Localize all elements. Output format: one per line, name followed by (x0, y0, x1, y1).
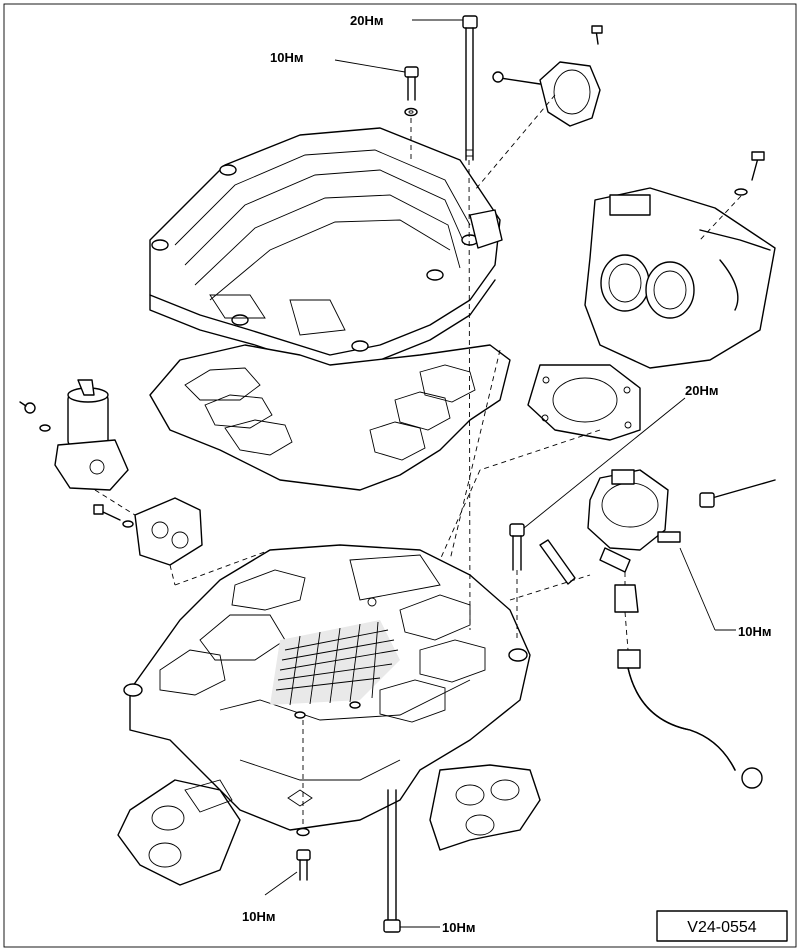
long-bolt-top (462, 15, 478, 161)
border (3, 3, 797, 948)
leader-egr-bolt (679, 547, 716, 631)
egr-pipe (614, 584, 763, 789)
upper-manifold-gasket (149, 344, 511, 491)
egr-gasket (539, 539, 576, 585)
label-torque-cover: 10Нм (270, 50, 303, 65)
throttle-gasket (527, 364, 641, 441)
egr-stud (509, 523, 525, 571)
lower-intake-manifold (123, 544, 531, 831)
upper-intake-manifold (149, 127, 503, 371)
label-torque-bottom-left: 10Нм (242, 909, 275, 924)
throttle-body (584, 151, 776, 369)
label-torque-bottom-center: 10Нм (442, 920, 475, 935)
egr-valve (587, 469, 776, 573)
right-port-gasket (429, 764, 541, 851)
leader-egr-stud (523, 397, 686, 529)
cover-bolt (404, 66, 419, 117)
label-torque-egr-stud: 20Нм (685, 383, 718, 398)
vacuum-actuator (492, 25, 603, 127)
leader-bottom-left (264, 871, 298, 896)
valve-flange (93, 497, 203, 566)
idle-valve (19, 379, 129, 491)
label-torque-egr-bolt: 10Нм (738, 624, 771, 639)
bottom-long-bolt (383, 789, 401, 933)
leader-cover (334, 59, 406, 73)
left-port-gasket (117, 779, 241, 886)
label-torque-top: 20Нм (350, 13, 383, 28)
bottom-left-bolt (296, 827, 311, 881)
code-box (656, 910, 788, 942)
assembly-lines (94, 94, 742, 828)
diagram-code: V24-0554 (687, 919, 756, 936)
